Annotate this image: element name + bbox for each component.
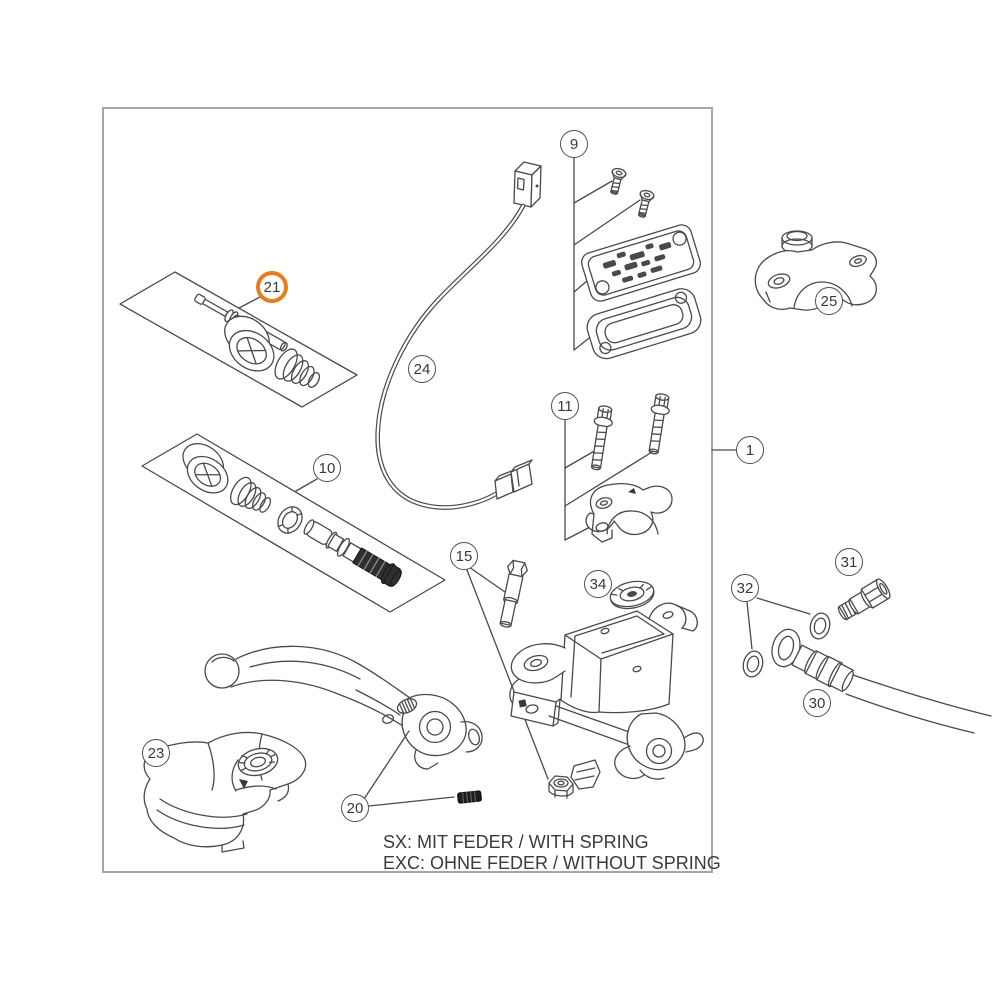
callout-label: 31: [840, 553, 858, 571]
part-drawing-25-clamp: [754, 230, 877, 311]
part-drawing-34-cap: [609, 580, 655, 610]
callout-label: 10: [318, 459, 336, 477]
callout-11[interactable]: 11: [551, 392, 579, 420]
callout-9[interactable]: 9: [560, 130, 588, 158]
callout-label: 34: [589, 575, 607, 593]
membrane-drawing: [586, 288, 702, 360]
piston-assembly-drawing: [303, 519, 402, 587]
callout-label: 11: [557, 397, 573, 415]
callout-label: 15: [455, 547, 473, 565]
leader-line-15a: [468, 566, 506, 593]
leader-line-21: [238, 296, 261, 309]
callout-30[interactable]: 30: [803, 689, 831, 717]
part-drawing-23-cover: [143, 731, 307, 853]
hose-line: [852, 674, 992, 717]
part-group-32-washers: [742, 597, 831, 678]
callout-label: 20: [346, 799, 364, 817]
piston-cup-drawing: [182, 443, 229, 494]
callout-label: 23: [147, 744, 165, 762]
callout-32[interactable]: 32: [731, 574, 759, 602]
part-group-30-brake-hose: [771, 628, 992, 734]
kit-box-10: [141, 433, 446, 613]
callout-25[interactable]: 25: [815, 287, 843, 315]
callout-34[interactable]: 34: [584, 570, 612, 598]
note-line-2: EXC: OHNE FEDER / WITHOUT SPRING: [383, 853, 721, 873]
screw-drawing: [637, 189, 655, 218]
callout-21[interactable]: 21: [256, 271, 288, 303]
nut-drawing: [548, 775, 574, 799]
flange-bolt-drawing: [648, 393, 670, 455]
spring-drawing: [274, 348, 321, 388]
kit-box-21: [119, 271, 358, 408]
pivot-bolt-drawing: [499, 559, 528, 628]
callout-20[interactable]: 20: [341, 794, 369, 822]
piston-cup-drawing: [224, 315, 275, 372]
brake-lever-drawing: [204, 645, 483, 770]
callout-1[interactable]: 1: [736, 436, 764, 464]
circlip-drawing: [277, 506, 303, 534]
leader-line-32b: [756, 597, 811, 615]
note-line-1: SX: MIT FEDER / WITH SPRING: [383, 832, 649, 852]
callout-label: 32: [736, 579, 754, 597]
switch-drawing: [513, 161, 542, 208]
callout-24[interactable]: 24: [408, 355, 436, 383]
callout-23[interactable]: 23: [142, 739, 170, 767]
screw-drawing: [610, 167, 627, 195]
leader-line-20a: [363, 730, 410, 800]
callout-label: 25: [820, 292, 838, 310]
part-group-21-repair-kit: [119, 271, 358, 408]
callout-label: 1: [745, 441, 755, 459]
clamp-bracket-drawing: [585, 483, 673, 543]
hose-line: [845, 693, 975, 734]
callout-label: 9: [569, 135, 579, 153]
part-group-9-reservoir-cover: [573, 157, 702, 360]
leader-line-20b: [368, 796, 455, 807]
flange-bolt-drawing: [590, 405, 613, 471]
part-group-24-switch-cable: [375, 161, 542, 510]
connector-drawing: [494, 459, 533, 500]
spring-drawing: [230, 476, 272, 513]
callout-31[interactable]: 31: [835, 548, 863, 576]
leader-line-10: [295, 478, 318, 492]
cover-knob-drawing: [237, 747, 279, 777]
part-group-20-set-screw: [363, 730, 482, 807]
part-group-15-pivot-bolt: [466, 559, 549, 780]
part-group-10-repair-kit: [141, 433, 446, 613]
callout-15[interactable]: 15: [450, 542, 478, 570]
set-screw-drawing: [457, 790, 482, 804]
callout-10[interactable]: 10: [313, 454, 341, 482]
callout-label: 30: [808, 694, 826, 712]
part-drawing-31-banjo-bolt: [837, 578, 891, 621]
callout-label: 24: [413, 360, 431, 378]
callout-label: 21: [263, 278, 281, 296]
reservoir-cover-drawing: [581, 224, 701, 302]
leader-line-15b: [466, 569, 549, 780]
part-group-11-bolts: [564, 393, 673, 543]
leader-line-32a: [746, 601, 753, 650]
master-cylinder-drawing: [509, 602, 704, 799]
